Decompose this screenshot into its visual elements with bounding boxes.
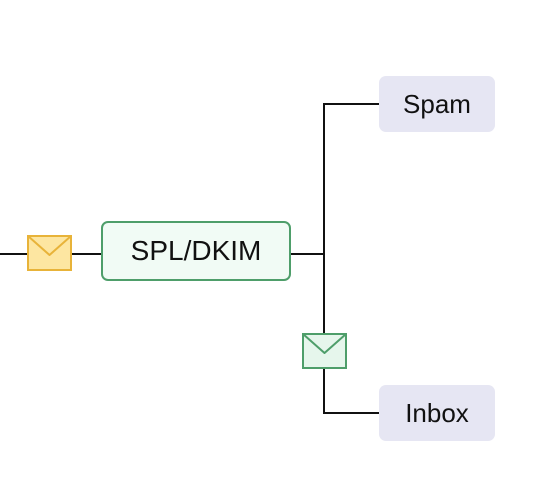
spam-node: Spam xyxy=(379,76,495,132)
inbox-node: Inbox xyxy=(379,385,495,441)
inbox-label: Inbox xyxy=(405,397,469,428)
spam-label: Spam xyxy=(403,88,471,119)
envelope-icon xyxy=(27,235,72,271)
filter-label: SPL/DKIM xyxy=(130,235,262,266)
filter-node: SPL/DKIM xyxy=(101,221,291,281)
envelope-icon xyxy=(302,333,347,369)
